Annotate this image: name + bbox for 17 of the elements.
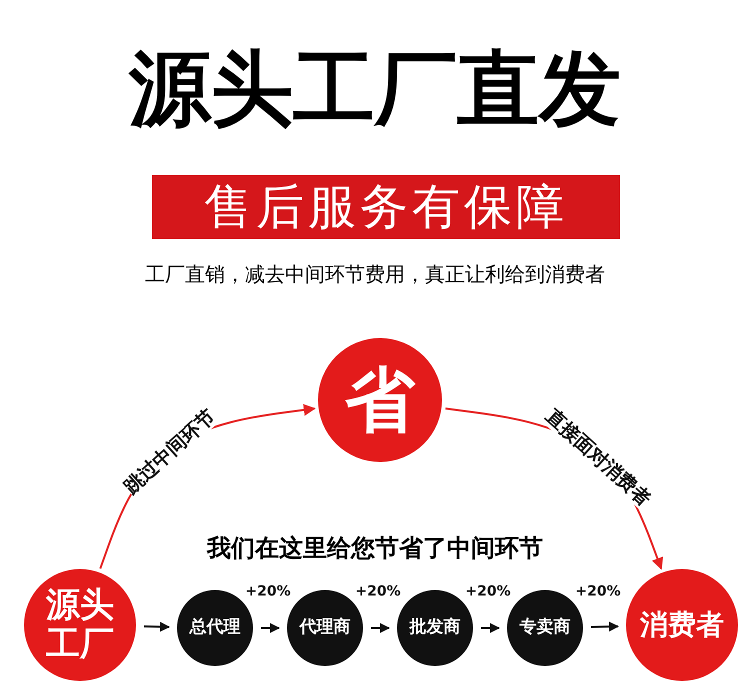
arrow (590, 622, 620, 632)
node-label: 省 (344, 360, 416, 440)
node-label: 源头工厂 (44, 586, 115, 664)
arrow (481, 623, 500, 633)
node-label: 代理商 (298, 618, 352, 638)
edge-label: 直接面对消费者 (542, 406, 654, 510)
arrow (261, 623, 280, 633)
node-label: 专卖商 (518, 618, 572, 638)
node-label: 批发商 (408, 618, 462, 638)
banner: 售后服务有保障 (152, 175, 620, 239)
title: 源头工厂直发 (128, 41, 622, 139)
arrow (371, 623, 390, 633)
node-label: 总代理 (188, 618, 242, 638)
arrow (144, 622, 170, 632)
caption-text: 我们在这里给您节省了中间环节 (206, 534, 544, 563)
node-label: 消费者 (638, 608, 725, 642)
subtitle: 工厂直销，减去中间环节费用，真正让利给到消费者 (144, 262, 606, 286)
